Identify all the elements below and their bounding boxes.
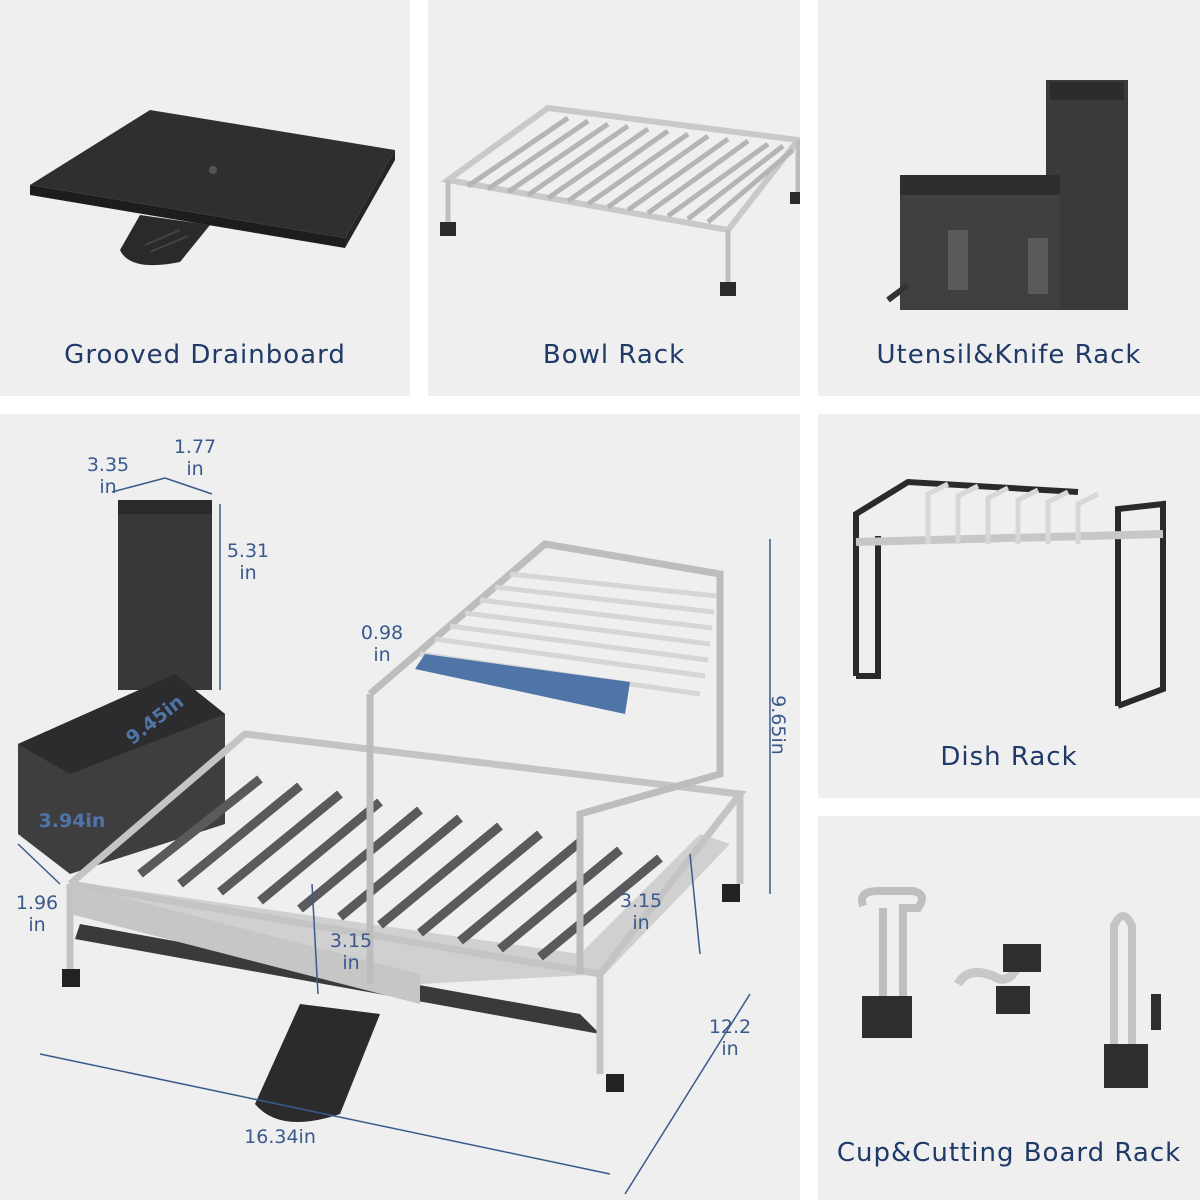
caddy-height-label: 3.94in bbox=[38, 810, 106, 832]
lower-clearance-right-label: 3.15 in bbox=[616, 890, 666, 934]
lower-clearance-left-unit: in bbox=[342, 952, 360, 974]
depth-value: 12.2 bbox=[708, 1016, 752, 1038]
total-height-label: 9.65in bbox=[767, 695, 789, 755]
bowl-rack-illustration bbox=[440, 104, 800, 296]
depth-unit: in bbox=[721, 1038, 739, 1060]
slot-gap-unit: in bbox=[373, 644, 391, 666]
holder-depth-label: 1.77 in bbox=[165, 436, 225, 480]
slot-gap-label: 0.98 in bbox=[352, 622, 412, 666]
cup-board-rack-label: Cup&Cutting Board Rack bbox=[836, 1138, 1182, 1168]
utensil-rack-label: Utensil&Knife Rack bbox=[876, 340, 1142, 370]
lower-clearance-right-unit: in bbox=[632, 912, 650, 934]
depth-label: 12.2 in bbox=[700, 1016, 760, 1060]
side-gap-label: 1.96 in bbox=[12, 892, 62, 936]
holder-width-label: 3.35 in bbox=[78, 454, 138, 498]
cup-board-rack-panel: Cup&Cutting Board Rack bbox=[818, 816, 1200, 1200]
lower-clearance-right-value: 3.15 bbox=[619, 890, 663, 912]
side-gap-unit: in bbox=[28, 914, 46, 936]
holder-height-unit: in bbox=[239, 562, 257, 584]
holder-width-unit: in bbox=[99, 476, 117, 498]
slot-gap-value: 0.98 bbox=[360, 622, 404, 644]
utensil-rack-panel: Utensil&Knife Rack bbox=[818, 0, 1200, 396]
dish-rack-illustration bbox=[853, 478, 1166, 709]
dish-rack-label: Dish Rack bbox=[940, 742, 1078, 772]
holder-depth-value: 1.77 bbox=[173, 436, 217, 458]
drainboard-label: Grooved Drainboard bbox=[64, 340, 346, 370]
bowl-rack-label: Bowl Rack bbox=[542, 340, 686, 370]
drainboard-panel: Grooved Drainboard bbox=[0, 0, 410, 396]
assembled-rack-illustration bbox=[17, 477, 771, 1195]
lower-clearance-left-label: 3.15 in bbox=[326, 930, 376, 974]
holder-depth-unit: in bbox=[186, 458, 204, 480]
bowl-rack-panel: Bowl Rack bbox=[428, 0, 800, 396]
holder-height-label: 5.31 in bbox=[218, 540, 278, 584]
utensil-rack-illustration bbox=[886, 80, 1128, 310]
holder-width-value: 3.35 bbox=[86, 454, 130, 476]
drainboard-illustration bbox=[30, 110, 395, 266]
assembled-rack-panel: 3.35 in 1.77 in 5.31 in 9.45in 3.94in 1.… bbox=[0, 414, 800, 1200]
dish-rack-panel: Dish Rack bbox=[818, 414, 1200, 798]
lower-clearance-left-value: 3.15 bbox=[329, 930, 373, 952]
cup-board-rack-illustration bbox=[858, 887, 1161, 1088]
width-label: 16.34in bbox=[244, 1126, 316, 1148]
side-gap-value: 1.96 bbox=[15, 892, 59, 914]
holder-height-value: 5.31 bbox=[226, 540, 270, 562]
